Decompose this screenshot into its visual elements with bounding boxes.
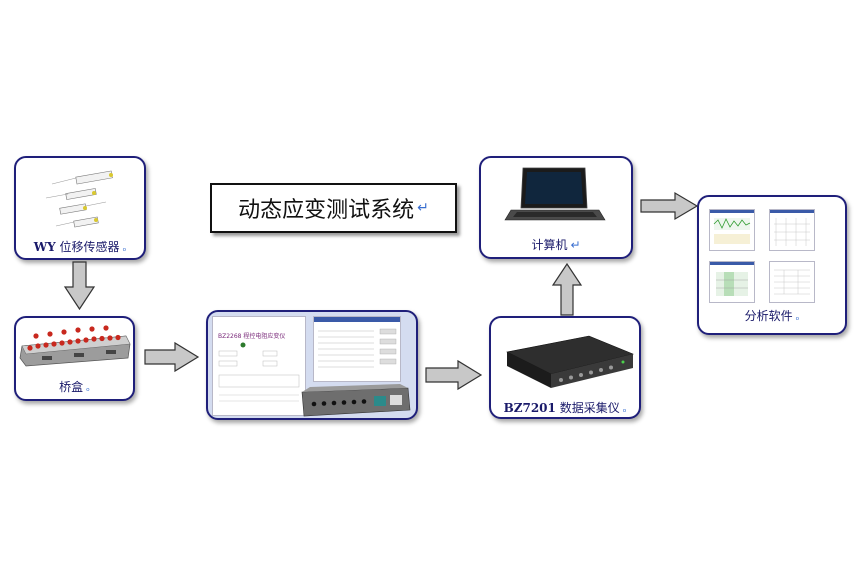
computer-label: 计算机↵ [531,238,581,252]
amplifier-window-title: BZ2268 程控电阻应变仪 [218,333,286,340]
arrow-computer-to-software [640,191,699,221]
amplifier-device-icon [301,384,411,417]
arrow-daq-to-computer [551,262,583,316]
node-computer: 计算机↵ [479,156,633,259]
software-screenshot-4 [769,261,815,303]
software-screenshot-2 [769,209,815,251]
laptop-icon [504,167,606,221]
arrow-sensor-to-bridge [63,261,96,311]
software-screenshot-1 [709,209,755,251]
daq-device-icon [506,335,634,388]
table-thumbnail-icon [774,269,810,295]
arrow-bridge-to-amplifier [144,341,200,373]
grid-thumbnail-icon [770,210,814,246]
node-bz2268-amplifier: BZ2268 程控电阻应变仪 [206,310,418,420]
amplifier-settings-window [313,316,401,382]
software-screenshot-3 [709,261,755,303]
return-mark-icon: ↵ [417,200,429,216]
settings-window-grid-icon [314,317,400,368]
diagram-title: 动态应变测试系统↵ [210,183,457,233]
spectrum-thumbnail-icon [710,262,754,296]
sensor-illustration-icon [45,170,113,228]
arrow-amplifier-to-daq [425,359,483,391]
amplifier-window-controls-icon [218,342,300,402]
title-text: 动态应变测试系统 [238,198,415,223]
waveform-thumbnail-icon [710,210,754,244]
bridge-box-illustration-icon [19,325,131,367]
amplifier-software-window: BZ2268 程控电阻应变仪 [212,316,306,416]
